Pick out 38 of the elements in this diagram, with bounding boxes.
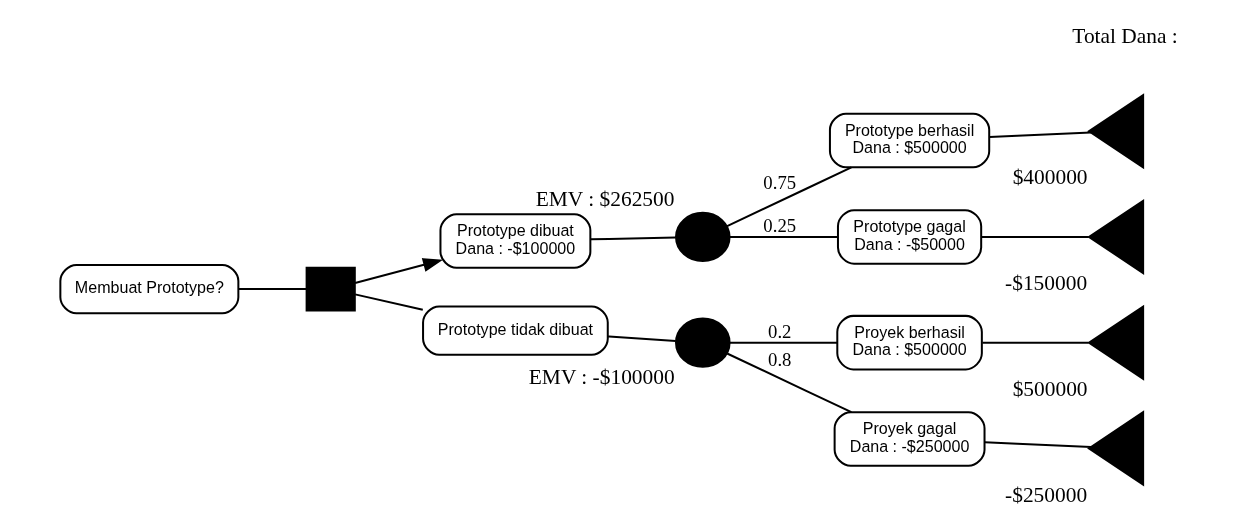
edge-label: 0.75 [763, 171, 797, 193]
label: Total Dana : [1072, 23, 1178, 48]
connector [238, 288, 307, 291]
node-box: Membuat Prototype? [59, 264, 240, 315]
connector [989, 131, 1091, 139]
edge-label: 0.2 [768, 320, 792, 342]
node-box [305, 266, 356, 312]
node-box: Prototype berhasil Dana : $500000 [828, 112, 991, 169]
node-label: EMV : -$100000 [528, 364, 675, 389]
connector [981, 235, 1089, 238]
connector [354, 293, 423, 311]
node-box: Prototype gagal Dana : -$50000 [836, 209, 983, 265]
node-box: Proyek berhasil Dana : $500000 [836, 314, 983, 371]
connector [729, 235, 838, 238]
connector [982, 341, 1089, 344]
node-label: -$250000 [1005, 482, 1088, 507]
connector [607, 335, 676, 342]
node-circle [675, 211, 731, 262]
node-triangle [1087, 410, 1145, 487]
connector [726, 352, 852, 414]
node-triangle [1087, 304, 1145, 381]
edge-label: 0.8 [768, 348, 792, 370]
node-circle [675, 317, 731, 368]
arrow [354, 258, 444, 284]
connector [729, 341, 838, 344]
connector [726, 166, 852, 227]
node-label: $400000 [1012, 165, 1088, 190]
edge-label: 0.25 [763, 214, 797, 236]
node-box: Prototype dibuat Dana : -$100000 [439, 213, 592, 269]
node-label: -$150000 [1005, 271, 1088, 296]
node-box: Prototype tidak dibuat [422, 305, 609, 356]
connector [984, 441, 1092, 448]
node-label: $500000 [1012, 376, 1088, 401]
connector [590, 236, 676, 241]
node-label: EMV : $262500 [535, 186, 675, 211]
node-triangle [1087, 198, 1145, 275]
node-triangle [1087, 93, 1145, 170]
node-box: Proyek gagal Dana : -$250000 [833, 411, 986, 467]
